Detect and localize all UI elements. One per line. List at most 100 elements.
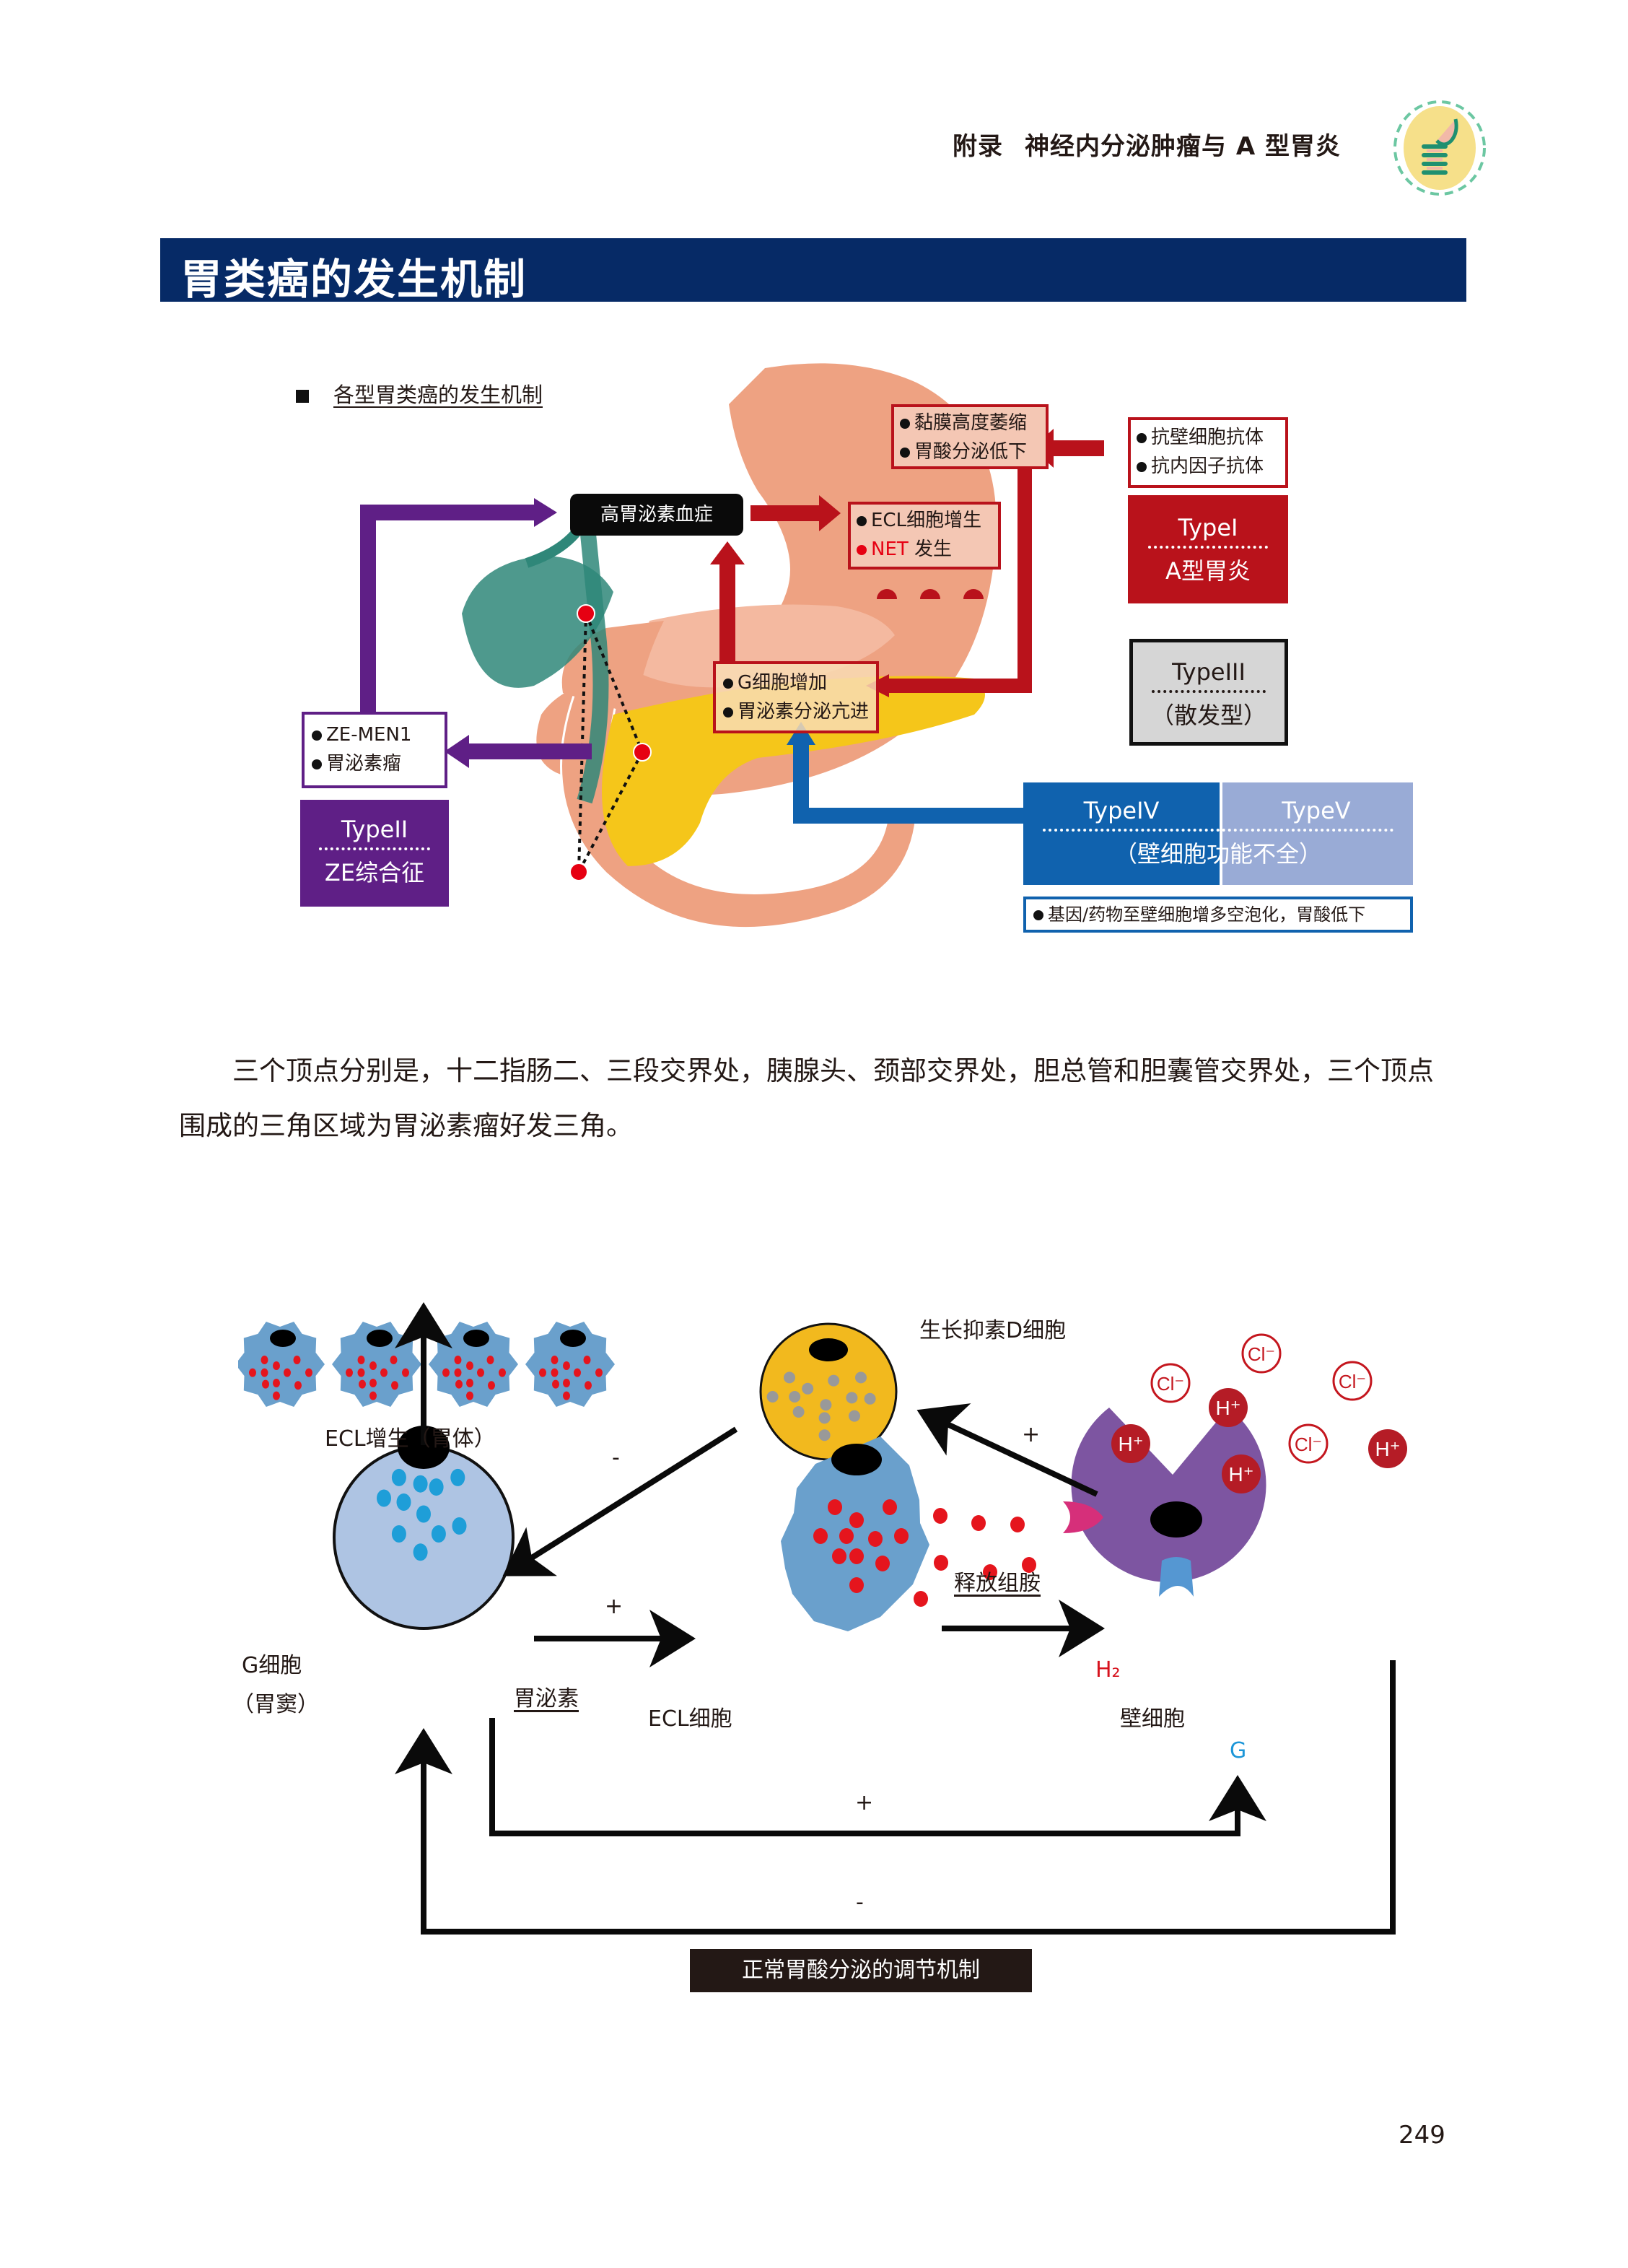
red-granule [305,1368,312,1377]
parietal-cell-label: 壁细胞 [1120,1706,1185,1732]
grey-granule [789,1391,801,1403]
vertex-marker [633,743,652,762]
g-cell-nucleus [398,1426,450,1469]
red-granule [551,1356,559,1364]
ecl-hyperplasia-nucleus [560,1330,586,1347]
hydrogen-ion-label: H⁺ [1119,1433,1144,1455]
red-granule [262,1379,269,1389]
purple-arrow-left [445,735,469,768]
grey-granule [820,1399,832,1411]
d-cell-nucleus [809,1338,848,1361]
dotted-separator [1043,829,1393,832]
blue-granule [396,1493,411,1511]
red-granule [357,1368,365,1377]
type3-box: TypeIII （散发型） [1129,639,1288,746]
red-bullet-icon [857,544,867,555]
red-granule [486,1356,494,1364]
red-granule [261,1356,268,1364]
red-granule [868,1531,883,1547]
blue-granule [413,1475,428,1493]
red-granule [454,1368,462,1377]
running-header: 附录神经内分泌肿瘤与 A 型胃炎 [953,126,1341,162]
arrow-parietal-to-d [916,1403,1098,1497]
type4-title: TypeIV [1083,797,1160,824]
type45-note-box: 基因/药物至壁细胞增多空泡化，胃酸低下 [1023,897,1413,933]
grey-granule [802,1382,814,1395]
grey-granule [818,1412,831,1424]
ecl-cell [781,1436,929,1631]
red-granule [273,1379,280,1387]
bullet-icon [857,515,867,526]
red-granule [595,1368,603,1377]
type5-title: TypeV [1282,797,1351,824]
red-granule [883,1499,897,1515]
sign-plus-parietal-d: + [1022,1422,1041,1447]
arrow-d-to-g [502,1426,738,1576]
h2-receptor [1063,1501,1103,1533]
hydrogen-ion [1111,1424,1150,1463]
ecl-hyperplasia-cell [525,1322,615,1407]
zemen-box: ZE-MEN1 胃泌素瘤 [302,712,447,788]
figure2-caption: 正常胃酸分泌的调节机制 [690,1949,1032,1992]
grey-granule [849,1410,860,1422]
red-granule [832,1548,846,1564]
red-granule [369,1379,377,1387]
dotted-separator [318,847,431,850]
gastrin-label: 胃泌素 [514,1686,579,1711]
dotted-separator [1147,546,1269,549]
hydrogen-ion [1368,1429,1407,1468]
histamine-dot [1010,1517,1025,1532]
hydrogen-ion-label: H⁺ [1229,1463,1254,1486]
histamine-label: 释放组胺 [954,1571,1041,1596]
grey-granule [846,1392,858,1404]
histamine-dot [914,1591,928,1607]
red-granule [391,1381,398,1390]
red-granule [563,1391,570,1400]
red-granule [466,1361,473,1370]
red-granule [402,1368,409,1377]
red-granule [552,1379,559,1389]
histamine-dot [934,1555,948,1571]
section-banner: 胃类癌的发生机制 [160,238,1466,304]
blue-granule [391,1468,406,1486]
ecl-hyperplasia-label: ECL增生（胃体） [325,1426,496,1452]
type45-subtitle: （壁细胞功能不全） [1113,840,1322,868]
bullet-icon [312,730,322,741]
parietal-cell-body [1071,1408,1266,1582]
hydrogen-ion-label: H⁺ [1216,1397,1241,1419]
sign-plus-g-ecl: + [605,1594,623,1619]
red-granule [585,1381,592,1390]
ecl-hyperplasia-nucleus [270,1330,296,1347]
ecl-hyperplasia-nucleus [367,1330,393,1347]
g-receptor-label: G [1230,1738,1247,1763]
histamine-dot [983,1564,997,1580]
sign-minus-d-g: - [612,1445,620,1470]
red-granule [849,1512,864,1528]
blue-granule [377,1489,391,1507]
red-granule [261,1368,268,1377]
blue-granule [431,1525,446,1543]
red-granule [563,1361,570,1370]
grey-granule [792,1406,805,1418]
red-granule [849,1548,864,1564]
sign-minus-feedback: - [856,1890,864,1915]
body-paragraph: 三个顶点分别是，十二指肠二、三段交界处，胰腺头、颈部交界处，胆总管和胆囊管交界处… [179,1055,1434,1141]
hydrogen-ion [1222,1454,1261,1493]
red-granule [369,1361,377,1370]
atrophy-box: 黏膜高度萎缩 胃酸分泌低下 [891,404,1049,469]
grey-granule [864,1392,876,1405]
digestive-tract-icon [1389,97,1490,199]
red-granule [249,1368,256,1377]
red-granule [499,1368,506,1377]
bullet-icon [900,447,910,458]
g-cell [333,1445,515,1630]
chloride-ion [1332,1361,1373,1401]
type45-box: TypeIV TypeV （壁细胞功能不全） [1023,782,1413,885]
red-granule [828,1499,842,1515]
figure1-mechanism-diagram: 高胃泌素血症 黏膜高度萎缩 胃酸分泌低下 抗壁细胞抗体 抗内因子抗体 ECL细胞… [274,354,1443,953]
red-granule [551,1368,559,1377]
blue-granule [452,1517,467,1535]
pancreas-shape [602,676,985,866]
red-granule [273,1391,280,1400]
histamine-dot [971,1515,986,1531]
